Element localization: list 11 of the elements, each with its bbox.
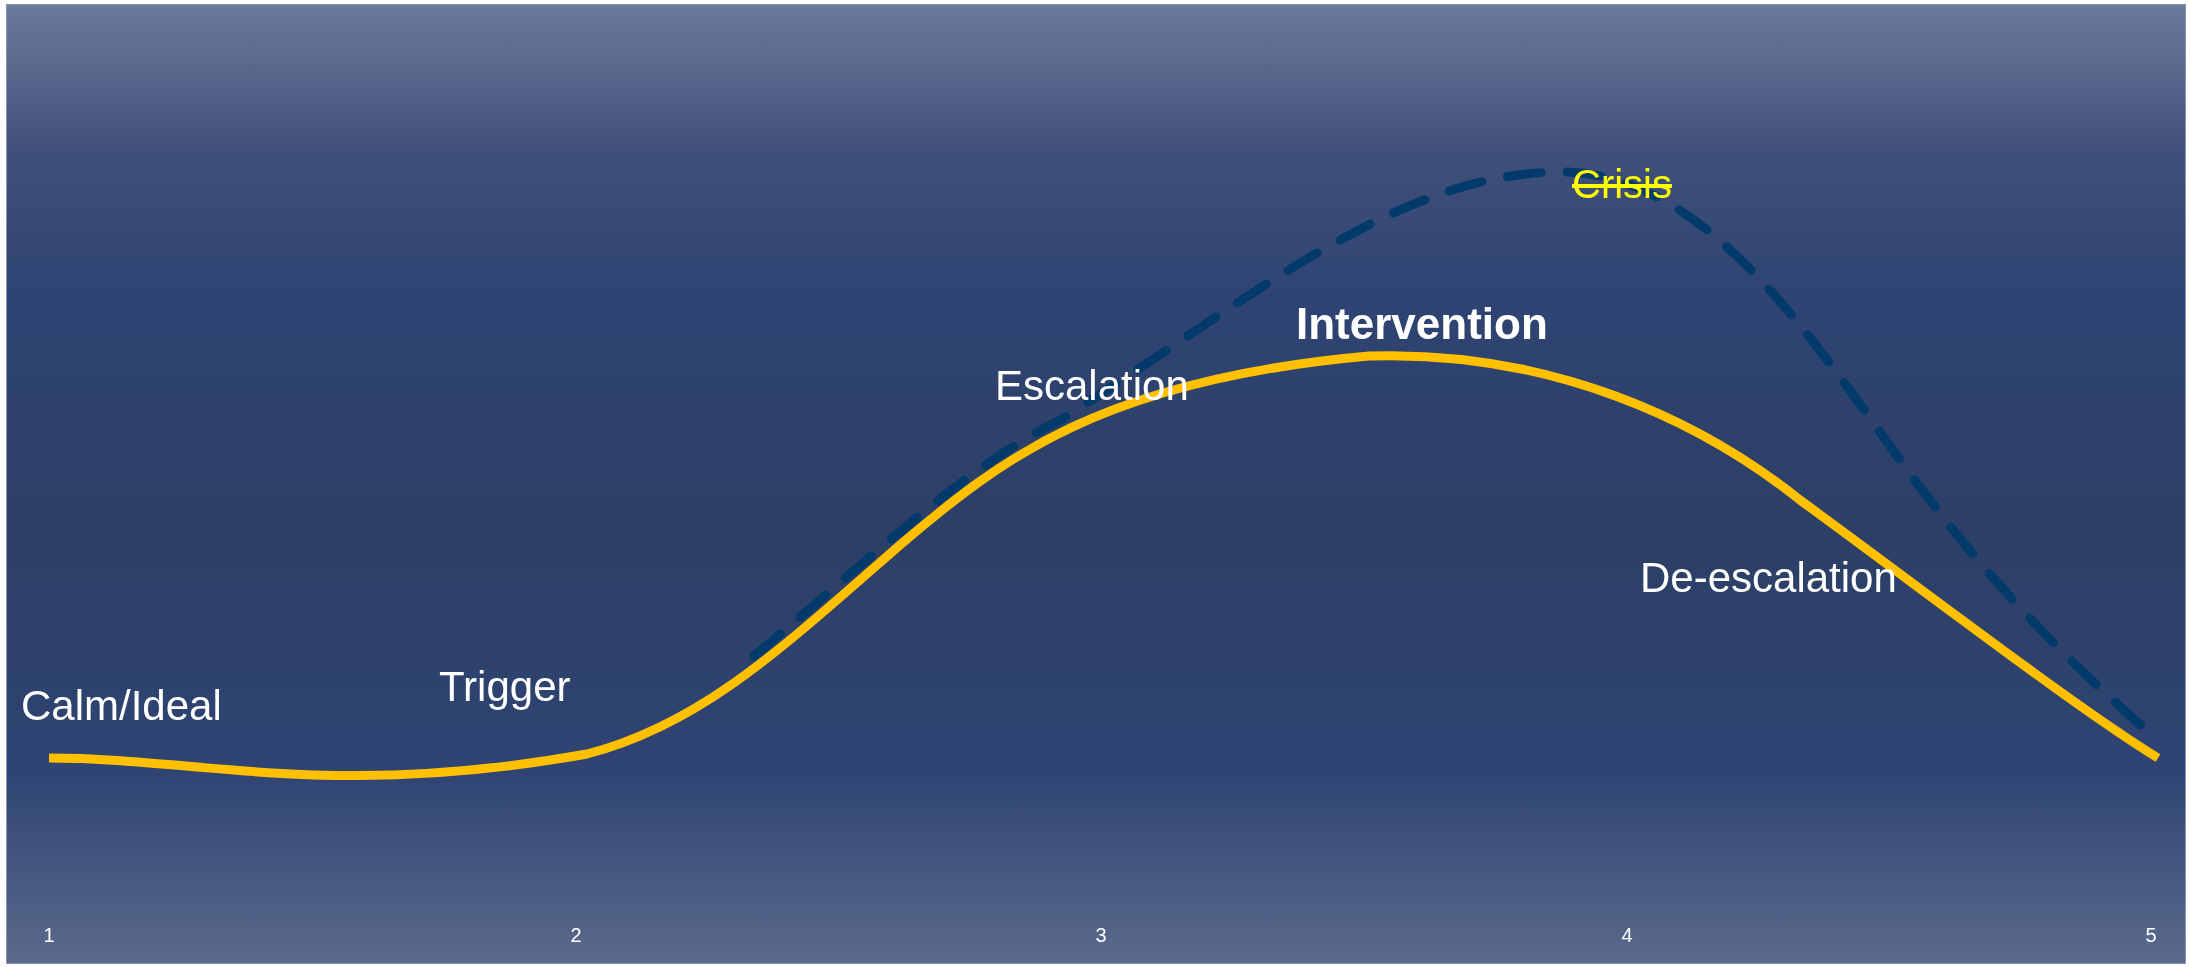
phase-label: Escalation	[995, 364, 1189, 407]
phase-label: De-escalation	[1640, 556, 1897, 599]
phase-label: Trigger	[439, 665, 571, 708]
axis-tick-label: 1	[43, 925, 55, 945]
phase-label: Crisis	[1572, 164, 1672, 204]
axis-tick-label: 2	[570, 925, 582, 945]
axis-tick-label: 3	[1095, 925, 1107, 945]
phase-label: Calm/Ideal	[21, 684, 222, 727]
phase-label: Intervention	[1296, 301, 1548, 346]
axis-tick-label: 5	[2145, 925, 2157, 945]
axis-tick-label: 4	[1621, 925, 1633, 945]
